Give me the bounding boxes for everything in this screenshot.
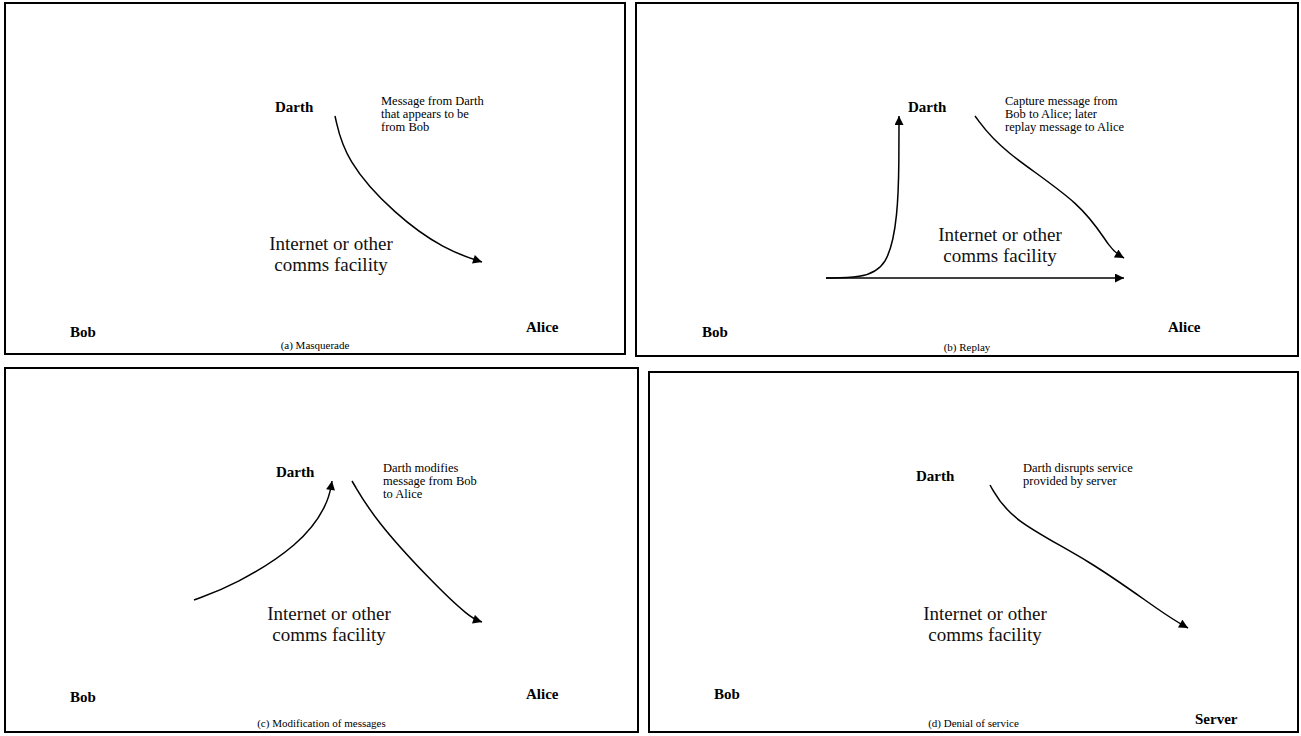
person-name: Darth [276, 464, 314, 481]
message-arrow [352, 481, 482, 622]
darth-figure: Darth [895, 6, 1013, 116]
bob-figure: Bob [652, 557, 838, 703]
attack-note: Capture message from Bob to Alice; later… [1005, 95, 1128, 134]
cloud-label: Internet or other comms facility [910, 604, 1060, 646]
bob-figure [643, 201, 826, 323]
person-name: Bob [714, 686, 740, 703]
panel-caption: (c) Modification of messages [257, 717, 386, 731]
darth-figure [895, 6, 1013, 98]
person-name: Alice [526, 686, 558, 703]
annotation-slot: Message from Darth that appears to be fr… [381, 95, 491, 134]
network-cloud: Internet or other comms facility [213, 537, 445, 681]
bob-figure [11, 201, 194, 323]
network-cloud: Internet or other comms facility [855, 540, 1110, 684]
message-arrow [826, 277, 1124, 279]
bob-figure [8, 195, 194, 323]
bob-figure: Bob [8, 195, 194, 341]
darth-figure [263, 371, 381, 463]
alice-figure [482, 557, 608, 685]
alice-figure: Alice [482, 190, 608, 336]
panel-caption: (a) Masquerade [281, 339, 350, 353]
annotation-slot: Darth disrupts service provided by serve… [1023, 462, 1148, 488]
person-name: Darth [916, 468, 954, 485]
network-cloud [871, 552, 1100, 677]
bob-figure [640, 195, 826, 323]
network-cloud [229, 180, 438, 305]
alice-figure [1124, 190, 1250, 318]
attack-panel: (c) Modification of messages DarthBob Inte… [4, 367, 639, 733]
darth-figure [268, 7, 380, 98]
attack-note: Message from Darth that appears to be fr… [381, 95, 491, 134]
bob-figure [655, 563, 838, 685]
network-cloud: Internet or other comms facility [215, 168, 447, 312]
annotation-slot: Darth modifies message from Bob to Alice [383, 462, 483, 501]
bob-figure: Bob [640, 195, 826, 341]
attack-note: Darth modifies message from Bob to Alice [383, 462, 483, 501]
attack-panel: (b) Replay DarthBob Internet or other comm… [635, 2, 1299, 357]
darth-figure [901, 7, 1013, 98]
message-arrow [194, 481, 332, 600]
network-cloud [227, 549, 436, 674]
network-cloud [861, 180, 1104, 307]
alice-figure [482, 190, 608, 318]
server-figure [1196, 604, 1278, 708]
darth-figure [909, 376, 1021, 467]
bob-figure [11, 566, 194, 688]
darth-figure [269, 372, 381, 463]
darth-figure [903, 375, 1021, 467]
person-name: Bob [70, 689, 96, 706]
alice-figure [1124, 195, 1247, 319]
person-name: Alice [526, 319, 558, 336]
cloud-label: Internet or other comms facility [254, 604, 404, 646]
annotation-slot: Capture message from Bob to Alice; later… [1005, 95, 1128, 134]
attack-panel: (a) Masquerade DarthBob Internet or other … [4, 2, 626, 355]
server-figure [1188, 600, 1283, 710]
bob-figure [8, 560, 194, 688]
darth-figure: Darth [262, 6, 380, 116]
darth-figure: Darth [263, 371, 381, 481]
person-name: Bob [70, 324, 96, 341]
bob-figure [652, 557, 838, 685]
person-name: Darth [908, 99, 946, 116]
person-name: Server [1195, 711, 1237, 728]
alice-figure: Alice [482, 557, 608, 703]
darth-figure [262, 6, 380, 98]
network-cloud: Internet or other comms facility [845, 168, 1115, 315]
darth-figure: Darth [903, 375, 1021, 485]
panel-caption: (d) Denial of service [928, 717, 1019, 731]
panel-caption: (b) Replay [944, 341, 991, 355]
cloud-label: Internet or other comms facility [256, 234, 406, 276]
alice-figure [482, 562, 605, 686]
server-figure: Server [1188, 600, 1283, 728]
bob-figure: Bob [8, 560, 194, 706]
cloud-label: Internet or other comms facility [925, 225, 1075, 267]
attack-note: Darth disrupts service provided by serve… [1023, 462, 1148, 488]
person-name: Bob [702, 324, 728, 341]
person-name: Darth [275, 99, 313, 116]
alice-figure [482, 195, 605, 319]
person-name: Alice [1168, 319, 1200, 336]
attack-panel: (d) Denial of service DarthBob Internet or… [648, 371, 1299, 733]
alice-figure: Alice [1124, 190, 1250, 336]
message-arrow [826, 116, 899, 278]
